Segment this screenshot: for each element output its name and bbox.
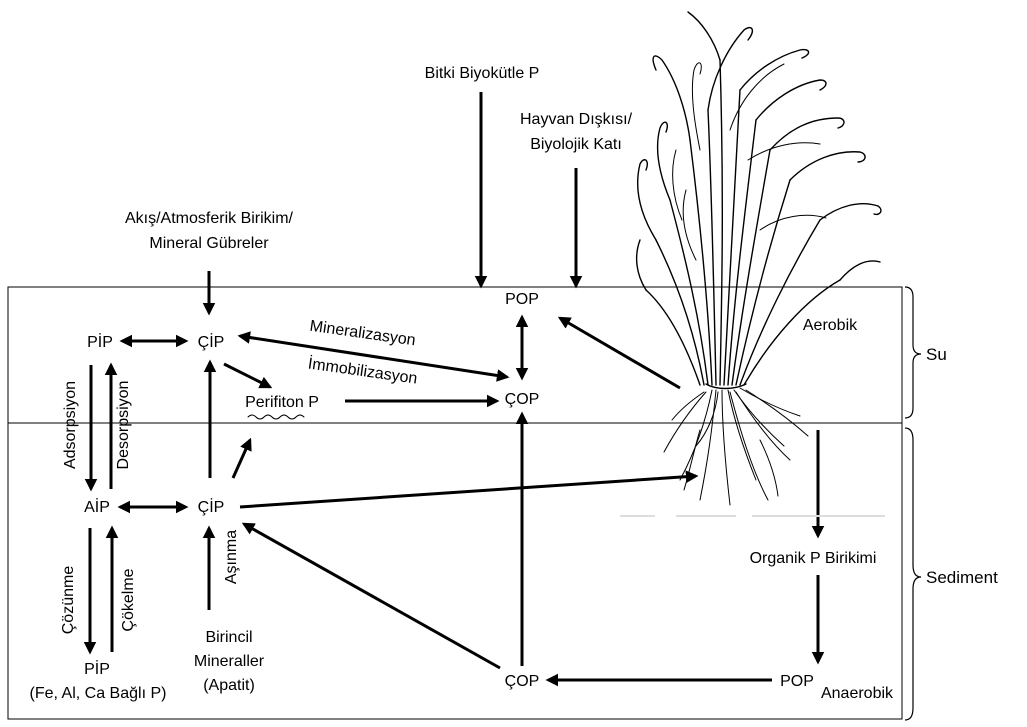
sediment-cop-node: ÇOP [505,673,540,690]
water-zone-label: Su [926,345,947,364]
sediment-pip-subtitle: (Fe, Al, Ca Bağlı P) [30,685,167,702]
plant-biomass-label: Bitki Biyokütle P [425,65,540,82]
mineralization-label: Mineralizasyon [309,318,417,350]
arrow-sed-cip-to-periphyton [233,440,250,478]
sediment-zone-label: Sediment [926,568,998,587]
water-pop-node: POP [505,291,539,308]
dissolution-label: Çözünme [60,566,77,635]
periphyton-chain-icon [248,415,304,419]
weathering-label: Aşınma [223,530,240,584]
aerobic-label: Aerobik [803,317,858,334]
sediment-zone-box [8,423,902,719]
arrow-sed-cip-to-roots [240,476,696,507]
inputs-label-2: Mineral Gübreler [149,235,269,252]
inputs-label-1: Akış/Atmosferik Birikim/ [125,210,294,227]
sediment-pop-node: POP [780,673,814,690]
arrow-cip-to-periphyton [224,364,270,387]
sediment-cip-node: ÇİP [198,497,225,516]
water-cip-node: ÇİP [198,332,225,351]
grass-plant-illustration [637,12,881,505]
periphyton-node: Perifiton P [245,394,319,411]
animal-waste-label-1: Hayvan Dışkısı/ [520,111,633,128]
anaerobic-label: Anaerobik [821,685,894,702]
adsorption-label: Adsorpsiyon [62,381,79,469]
arrow-sed-cop-to-sed-cip [244,524,500,668]
arrow-plant-to-pop [560,318,680,388]
water-pip-node: PİP [87,332,113,351]
primary-minerals-label-1: Birincil [205,629,252,646]
primary-minerals-label-3: (Apatit) [203,677,255,694]
animal-waste-label-2: Biyolojik Katı [530,136,622,153]
water-zone-brace [905,287,921,418]
immobilization-label: İmmobilizasyon [307,353,419,387]
sediment-zone-brace [905,428,921,720]
organic-accumulation-label: Organik P Birikimi [750,550,877,567]
precipitation-label: Çökelme [120,568,137,631]
sediment-pip-node: PİP [84,659,110,678]
desorption-label: Desorpsiyon [115,381,132,470]
sediment-aip-node: AİP [84,497,110,516]
primary-minerals-label-2: Mineraller [194,653,265,670]
water-cop-node: ÇOP [505,391,540,408]
